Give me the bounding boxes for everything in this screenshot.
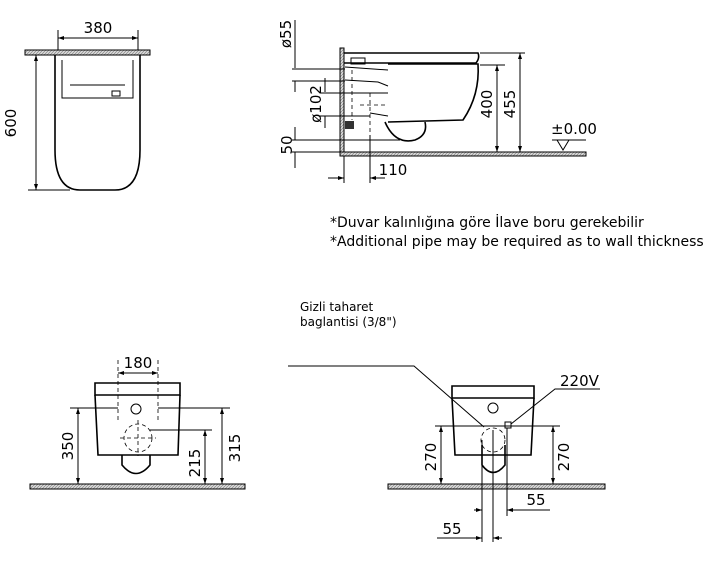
bowl-bottom xyxy=(121,455,151,475)
drain-height-dimension: 215 xyxy=(186,449,204,478)
floor xyxy=(339,151,587,157)
bottom-offset-dimension: 50 xyxy=(278,135,296,154)
side-view: 400 455 ±0.00 ø55 ø102 50 110 xyxy=(277,20,597,183)
inlet-height-dimension: 315 xyxy=(226,434,244,463)
tank-inner xyxy=(61,60,134,99)
floor xyxy=(29,483,246,490)
power-socket xyxy=(504,421,512,429)
bidet-connection-label-line1: Gizli taharet xyxy=(300,300,373,314)
wall-offset-dimension: 110 xyxy=(379,161,408,179)
small-pipe-diameter: ø55 xyxy=(277,20,295,48)
rear-view-left: 180 350 215 315 xyxy=(29,354,246,490)
right-offset-dimension: 55 xyxy=(526,491,545,509)
upper-height-dimension: 350 xyxy=(59,432,77,461)
wall xyxy=(339,47,345,156)
bowl-bottom xyxy=(384,121,427,142)
spacing-dimension: 180 xyxy=(124,354,153,372)
front-view: 380 600 xyxy=(2,19,151,191)
bowl xyxy=(387,63,480,123)
note-turkish: *Duvar kalınlığına göre İlave boru gerek… xyxy=(330,213,644,231)
note-english: *Additional pipe may be required as to w… xyxy=(330,234,704,250)
seat xyxy=(344,52,480,64)
floor xyxy=(387,483,606,490)
floor-level-label: ±0.00 xyxy=(551,120,597,138)
leader-line xyxy=(288,365,485,428)
left-offset-dimension: 55 xyxy=(442,520,461,538)
left-height-dimension: 270 xyxy=(422,443,440,472)
power-label: 220V xyxy=(560,372,600,390)
bowl-outline xyxy=(54,55,141,191)
bowl-height-dimension: 400 xyxy=(478,90,496,119)
rear-view-right: Gizli taharet baglantisi (3/8") 220V 270… xyxy=(288,300,606,542)
height-dimension: 600 xyxy=(2,109,20,138)
large-pipe-diameter: ø102 xyxy=(307,85,325,123)
width-dimension: 380 xyxy=(84,19,113,37)
total-height-dimension: 455 xyxy=(501,90,519,119)
seat xyxy=(94,382,181,396)
wall-bar xyxy=(24,49,151,56)
seat xyxy=(451,385,535,399)
right-height-dimension: 270 xyxy=(555,443,573,472)
bidet-connection-label-line2: baglantisi (3/8") xyxy=(300,315,397,329)
